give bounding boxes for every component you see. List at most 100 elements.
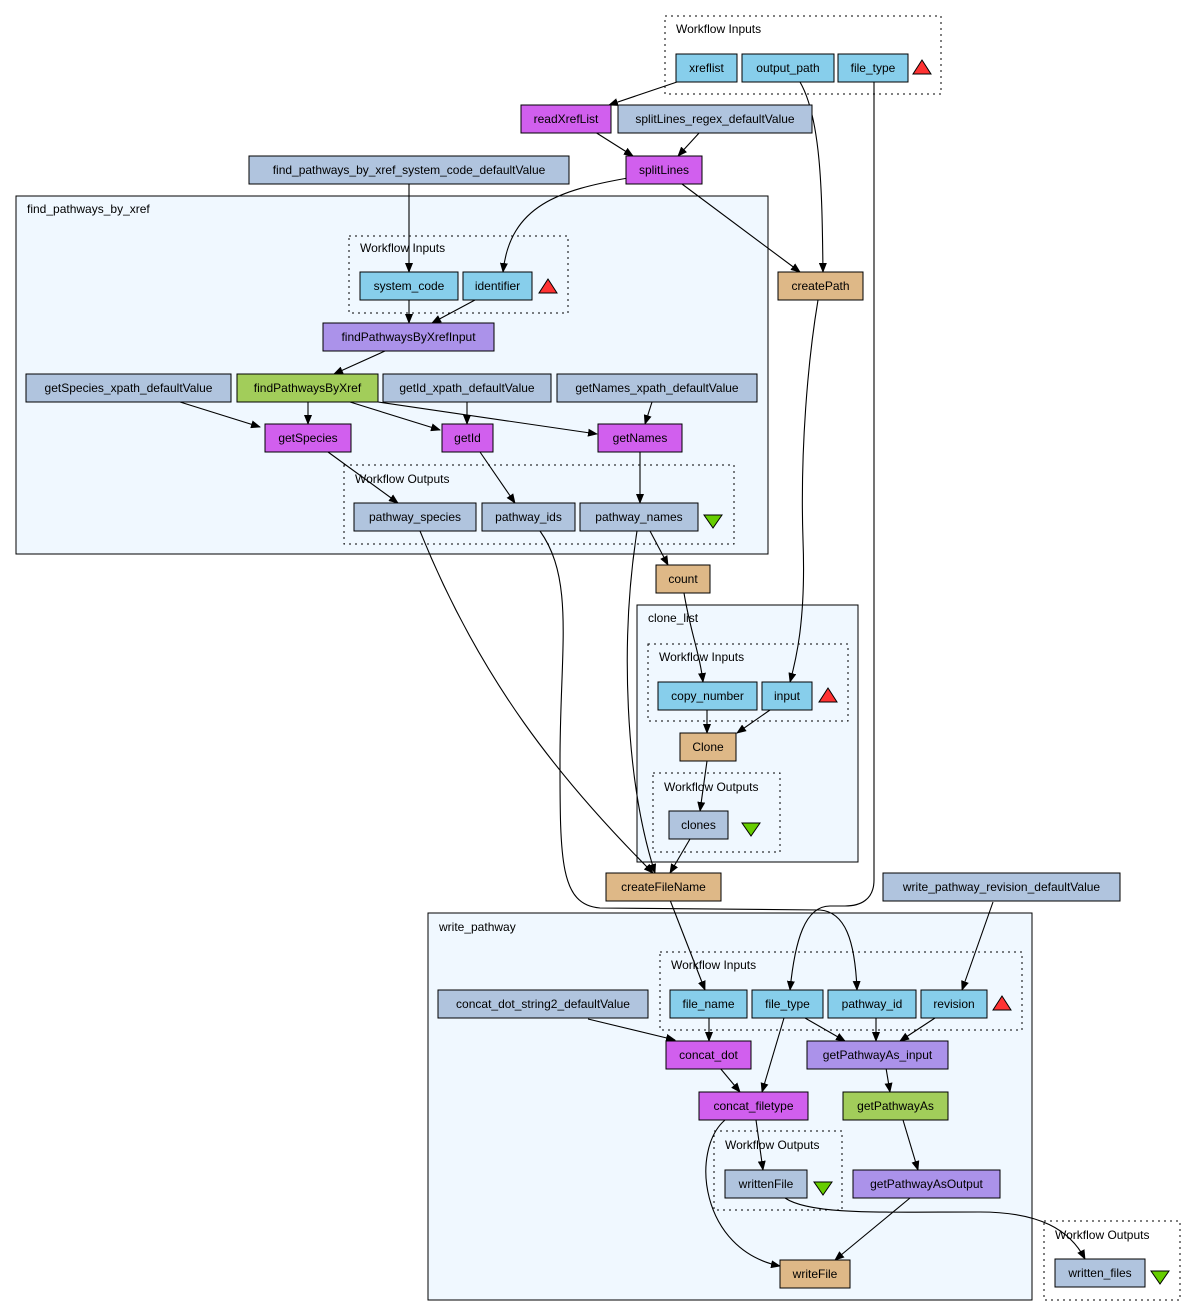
node-concat-dot[interactable]: concat_dot [665, 1040, 752, 1070]
node-write-revision-default[interactable]: write_pathway_revision_defaultValue [882, 872, 1121, 902]
node-getPathwayAs[interactable]: getPathwayAs [842, 1091, 949, 1121]
node-label: getNames_xpath_defaultValue [575, 381, 739, 395]
node-pathway-id[interactable]: pathway_id [827, 989, 917, 1019]
node-label: concat_dot [679, 1048, 738, 1062]
node-getId[interactable]: getId [441, 423, 494, 453]
write-inputs-group [659, 951, 1023, 1031]
node-pathway-names[interactable]: pathway_names [579, 502, 699, 532]
node-file-name[interactable]: file_name [669, 989, 748, 1019]
node-system-code[interactable]: system_code [359, 271, 459, 301]
node-getNames-xpath-default[interactable]: getNames_xpath_defaultValue [556, 373, 758, 403]
inputs-marker-icon [538, 278, 558, 294]
node-label: splitLines_regex_defaultValue [635, 112, 795, 126]
node-label: readXrefList [534, 112, 599, 126]
node-label: splitLines [639, 163, 689, 177]
node-getSpecies-xpath-default[interactable]: getSpecies_xpath_defaultValue [25, 373, 232, 403]
node-label: findPathwaysByXrefInput [341, 330, 476, 344]
node-label: getPathwayAs [857, 1099, 934, 1113]
node-file-type-top[interactable]: file_type [837, 53, 909, 83]
inputs-marker-icon [992, 995, 1012, 1011]
edge [736, 709, 771, 734]
node-concat-dot-default[interactable]: concat_dot_string2_defaultValue [437, 989, 649, 1019]
edge [961, 901, 994, 991]
node-createPath[interactable]: createPath [777, 271, 864, 301]
node-label: revision [933, 997, 974, 1011]
node-label: getId [454, 431, 481, 445]
edge [760, 1017, 785, 1093]
node-copy-number[interactable]: copy_number [657, 681, 758, 711]
write-pathway-title: write_pathway [438, 920, 516, 934]
edge [788, 299, 819, 683]
node-getPathwayAsOutput[interactable]: getPathwayAsOutput [852, 1169, 1001, 1199]
node-label: file_type [851, 61, 896, 75]
node-output-path[interactable]: output_path [741, 53, 835, 83]
edge [377, 401, 598, 437]
node-writtenFile[interactable]: writtenFile [724, 1169, 808, 1199]
node-writeFile[interactable]: writeFile [779, 1259, 851, 1289]
write-outputs-title: Workflow Outputs [725, 1138, 819, 1152]
edge [899, 1017, 936, 1042]
node-written-files[interactable]: written_files [1054, 1258, 1146, 1288]
node-revision[interactable]: revision [920, 989, 988, 1019]
edge [608, 81, 678, 106]
node-splitLines-regex-default[interactable]: splitLines_regex_defaultValue [617, 104, 813, 134]
node-readXrefList[interactable]: readXrefList [520, 104, 612, 134]
node-label: pathway_ids [495, 510, 562, 524]
node-label: write_pathway_revision_defaultValue [902, 880, 1101, 894]
clone-outputs-group [652, 772, 781, 853]
node-label: getSpecies_xpath_defaultValue [45, 381, 213, 395]
node-label: output_path [756, 61, 819, 75]
node-label: createFileName [621, 880, 706, 894]
node-label: writtenFile [738, 1177, 794, 1191]
node-label: input [774, 689, 801, 703]
node-pathway-ids[interactable]: pathway_ids [481, 502, 576, 532]
node-find-system-code-default[interactable]: find_pathways_by_xref_system_code_defaul… [248, 155, 570, 185]
node-label: count [668, 572, 698, 586]
node-getSpecies[interactable]: getSpecies [264, 423, 352, 453]
edge [786, 82, 875, 991]
node-clones[interactable]: clones [668, 810, 729, 840]
node-identifier[interactable]: identifier [462, 271, 533, 301]
edge [419, 530, 654, 874]
edge [683, 592, 706, 683]
find-inputs-group [348, 235, 569, 314]
node-label: getPathwayAs_input [823, 1048, 933, 1062]
write-inputs-title: Workflow Inputs [671, 958, 756, 972]
node-label: identifier [475, 279, 520, 293]
node-pathway-species[interactable]: pathway_species [353, 502, 477, 532]
node-concat-filetype[interactable]: concat_filetype [698, 1091, 809, 1121]
edge [499, 177, 629, 273]
node-label: clones [681, 818, 716, 832]
node-getPathwayAs-input[interactable]: getPathwayAs_input [806, 1040, 949, 1070]
node-getId-xpath-default[interactable]: getId_xpath_defaultValue [382, 373, 552, 403]
node-xreflist[interactable]: xreflist [675, 53, 738, 83]
node-label: file_type [765, 997, 810, 1011]
edge [804, 1017, 846, 1042]
node-createFileName[interactable]: createFileName [605, 872, 722, 902]
node-splitLines[interactable]: splitLines [625, 155, 703, 185]
edge [594, 131, 634, 157]
node-findPathwaysByXrefInput[interactable]: findPathwaysByXrefInput [322, 322, 495, 352]
node-label: writeFile [792, 1267, 838, 1281]
node-label: pathway_names [595, 510, 682, 524]
edge [179, 401, 261, 429]
node-getNames[interactable]: getNames [597, 423, 683, 453]
outputs-marker-icon [703, 514, 723, 529]
edge [902, 1119, 920, 1171]
node-Clone[interactable]: Clone [679, 732, 737, 762]
node-count[interactable]: count [655, 564, 711, 594]
node-findPathwaysByXref[interactable]: findPathwaysByXref [236, 373, 379, 403]
inputs-marker-icon [818, 687, 838, 703]
node-file-type-write[interactable]: file_type [751, 989, 824, 1019]
edge [539, 530, 861, 991]
node-label: file_name [682, 997, 734, 1011]
edge [479, 451, 516, 504]
node-label: xreflist [689, 61, 724, 75]
node-input[interactable]: input [761, 681, 813, 711]
inputs-marker-icon [912, 59, 932, 75]
node-label: copy_number [671, 689, 744, 703]
top-inputs-title: Workflow Inputs [676, 22, 761, 36]
edge [755, 1119, 766, 1171]
edge [834, 1197, 911, 1261]
node-label: concat_filetype [713, 1099, 793, 1113]
